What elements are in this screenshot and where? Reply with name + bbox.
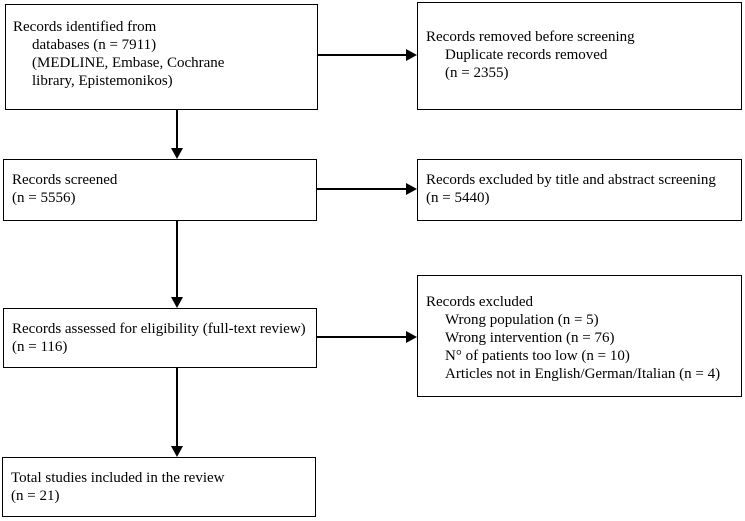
text-line: Wrong intervention (n = 76) — [445, 330, 615, 346]
text-line: (MEDLINE, Embase, Cochrane — [32, 55, 225, 71]
text-line: Records excluded — [426, 294, 534, 310]
arrow-line — [317, 188, 407, 190]
box-records-screened: Records screened (n = 5556) — [3, 159, 317, 221]
arrowhead-right-icon — [406, 49, 417, 61]
arrow-line — [176, 221, 178, 298]
arrowhead-right-icon — [406, 331, 417, 343]
arrow-line — [318, 54, 407, 56]
text-line: Wrong population (n = 5) — [445, 312, 599, 328]
text-line: Duplicate records removed — [445, 47, 608, 63]
text-line: databases (n = 7911) — [32, 37, 157, 53]
text-line: (n = 116) — [12, 339, 68, 355]
text-line: N° of patients too low (n = 10) — [445, 348, 630, 364]
text-line: (n = 5556) — [12, 190, 76, 206]
text-line: Records screened — [12, 172, 118, 188]
text-line: (n = 5440) — [426, 190, 490, 206]
box-records-assessed-eligibility: Records assessed for eligibility (full-t… — [3, 308, 317, 368]
arrowhead-right-icon — [406, 183, 417, 195]
text-line: (n = 21) — [11, 488, 60, 504]
arrowhead-down-icon — [171, 446, 183, 457]
box-records-excluded-title-abstract: Records excluded by title and abstract s… — [417, 159, 742, 221]
text-line: (n = 2355) — [445, 65, 509, 81]
text-line: library, Epistemonikos) — [32, 73, 173, 89]
box-total-studies-included: Total studies included in the review (n … — [2, 457, 316, 517]
arrowhead-down-icon — [171, 148, 183, 159]
text-line: Total studies included in the review — [11, 470, 225, 486]
text-line: Records assessed for eligibility (full-t… — [12, 321, 306, 337]
text-line: Records identified from — [13, 19, 157, 35]
box-records-excluded-fulltext: Records excluded Wrong population (n = 5… — [417, 275, 742, 397]
text-line: Records removed before screening — [426, 29, 635, 45]
text-line: Records excluded by title and abstract s… — [426, 172, 716, 188]
arrow-line — [176, 368, 178, 447]
box-records-identified: Records identified from databases (n = 7… — [5, 4, 318, 110]
box-records-removed-before-screening: Records removed before screening Duplica… — [417, 2, 742, 110]
arrow-line — [317, 336, 407, 338]
text-line: Articles not in English/German/Italian (… — [445, 366, 721, 382]
arrowhead-down-icon — [171, 297, 183, 308]
arrow-line — [176, 110, 178, 149]
